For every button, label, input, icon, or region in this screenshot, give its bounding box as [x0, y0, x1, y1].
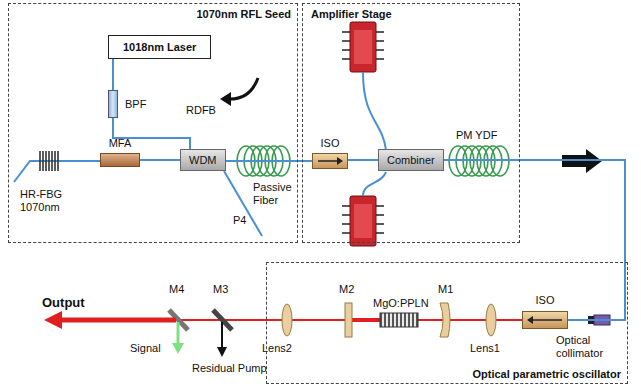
- signal-beam: [177, 322, 180, 344]
- mode-adapter: MFA: [100, 153, 140, 167]
- rdfb-arrowhead: [220, 92, 231, 106]
- part-label: Passive Fiber: [253, 181, 298, 207]
- component-label: Optical parametric oscillator: [472, 368, 621, 380]
- part-label: PM YDF: [456, 129, 497, 142]
- component-label: ISO: [321, 137, 340, 149]
- mirror: [345, 303, 352, 337]
- isolator-arrow: [313, 154, 347, 168]
- fiber-bragg-grating: [40, 151, 58, 171]
- isolator: ISO: [522, 311, 568, 329]
- component-label: BPF: [125, 98, 146, 110]
- part-label: Lens2: [262, 342, 292, 355]
- arrowhead: [217, 347, 227, 357]
- lens: [486, 304, 496, 336]
- rdfb-arrow: [228, 78, 258, 99]
- arrowhead: [172, 343, 184, 354]
- output-beam: [60, 318, 176, 323]
- stage-region: Amplifier StageISO Combiner: [302, 3, 520, 243]
- part-label: Optical collimator: [556, 334, 628, 360]
- component-label: 1070nm RFL Seed: [196, 8, 291, 20]
- intracavity-beam: [350, 318, 380, 322]
- fiber-connector: [140, 159, 180, 161]
- combiner-box: Combiner: [378, 149, 444, 171]
- fiber-connector: [112, 59, 114, 90]
- laser-box: 1018nm Laser: [108, 35, 211, 59]
- isolator-arrow: [523, 312, 567, 328]
- fiber-connector: [444, 160, 625, 320]
- residual-pump-beam: [221, 322, 223, 348]
- part-label: M1: [438, 283, 453, 296]
- component-label: Amplifier Stage: [311, 8, 392, 20]
- part-label: M3: [213, 283, 228, 296]
- part-label: Residual Pump: [192, 362, 267, 375]
- part-label: HR-FBG 1070nm: [20, 188, 66, 214]
- isolator: ISO: [312, 153, 348, 169]
- component-label: MFA: [109, 137, 132, 149]
- component-label: ISO: [536, 294, 555, 306]
- mirror: [440, 303, 450, 337]
- part-label: M2: [339, 283, 354, 296]
- part-label: Output: [42, 295, 85, 311]
- part-label: Lens1: [470, 342, 500, 355]
- fiber: [14, 161, 100, 182]
- fiber-connector: [348, 159, 378, 161]
- pump-diode: [342, 172, 386, 246]
- part-label: M4: [169, 283, 184, 296]
- part-label: Signal: [130, 342, 161, 355]
- ppln-crystal: [380, 313, 418, 327]
- stage-region: Optical parametric oscillator ISO: [266, 262, 628, 384]
- arrowhead: [44, 311, 62, 329]
- component-label: Combiner: [387, 154, 435, 166]
- part-label: MgO:PPLN: [373, 297, 429, 310]
- part-label: RDFB: [186, 104, 216, 117]
- lens: [282, 304, 292, 336]
- wdm-box: WDM: [180, 149, 226, 171]
- component-label: WDM: [189, 154, 217, 166]
- part-label: P4: [233, 214, 246, 227]
- pump-diode: [342, 22, 386, 150]
- filter-component: BPF: [108, 90, 118, 118]
- fiber-connector: [226, 160, 313, 162]
- component-label: 1018nm Laser: [123, 41, 196, 53]
